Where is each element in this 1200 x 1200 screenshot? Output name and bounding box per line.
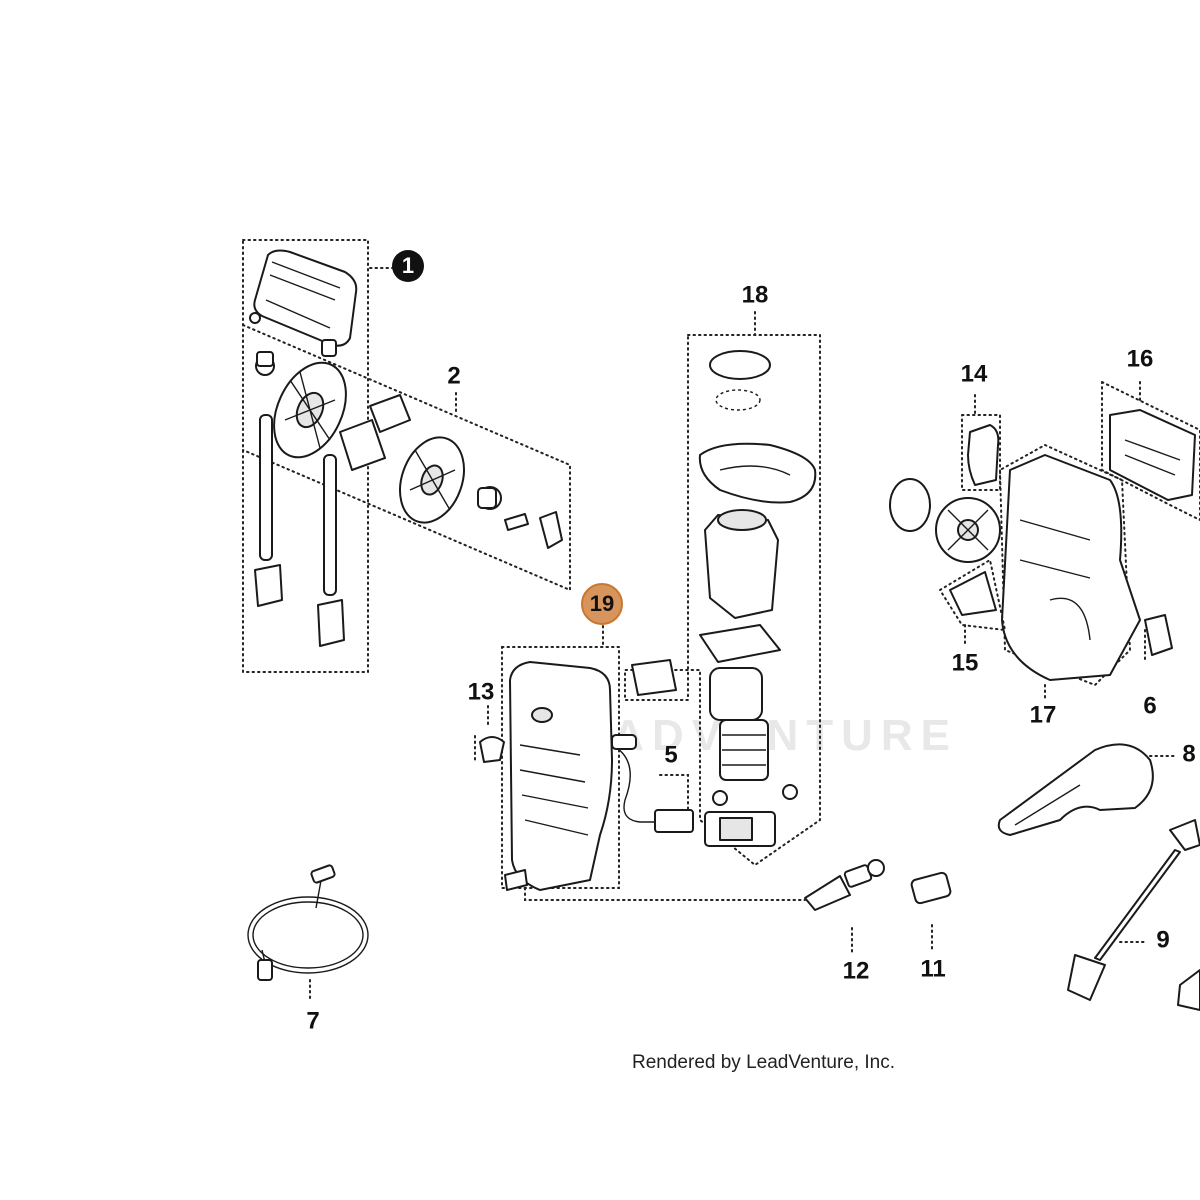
part-14 xyxy=(967,424,1000,486)
callout-16: 16 xyxy=(1127,345,1154,372)
callout-6: 6 xyxy=(1143,692,1156,719)
group-17-box xyxy=(998,443,1132,687)
motor-part xyxy=(709,667,763,721)
spray-wand-part xyxy=(1067,819,1200,1011)
hose-part xyxy=(247,864,369,1003)
callout-11: 11 xyxy=(920,955,945,982)
callout-1: 1 xyxy=(402,253,414,278)
callout-8: 8 xyxy=(1182,740,1195,767)
reel-fittings xyxy=(477,486,563,549)
part-5-plug-lead xyxy=(659,774,689,811)
power-cord-part xyxy=(611,744,660,823)
group-16-box xyxy=(1101,381,1200,522)
front-cover-part xyxy=(509,661,613,891)
callout-19[interactable]: 19 xyxy=(590,591,614,616)
group-14-box xyxy=(961,414,1001,491)
quick-connector-part xyxy=(804,859,885,956)
part-16 xyxy=(1109,409,1196,501)
callout-9: 9 xyxy=(1156,926,1169,953)
handle-part xyxy=(249,249,358,357)
handle-tubes xyxy=(254,414,345,647)
callout-17: 17 xyxy=(1030,701,1057,728)
front-cover-group xyxy=(501,625,806,901)
group-2-box xyxy=(242,324,571,592)
hubcap-part xyxy=(889,478,931,532)
switch-part xyxy=(631,659,677,696)
callout-14: 14 xyxy=(961,360,988,387)
group-15-box xyxy=(939,558,1007,632)
callout-19-badge[interactable] xyxy=(581,583,623,625)
callout-5: 5 xyxy=(664,741,677,768)
callout-13: 13 xyxy=(468,678,495,705)
callout-7: 7 xyxy=(306,1007,319,1034)
group-18-box xyxy=(624,334,821,867)
pump-seal-part xyxy=(709,350,771,380)
spray-gun-part xyxy=(997,743,1176,836)
group-19-box xyxy=(501,646,620,889)
reel-drum-part xyxy=(255,351,411,471)
callout-2: 2 xyxy=(447,362,460,389)
handle-reel-group xyxy=(242,239,571,673)
callout-18: 18 xyxy=(742,281,769,308)
reel-disc-part xyxy=(273,361,465,524)
callout-15: 15 xyxy=(952,649,979,676)
part-6-latch xyxy=(1144,614,1173,656)
callout-12: 12 xyxy=(843,957,870,984)
callout-1-badge xyxy=(392,250,424,282)
frame-group xyxy=(889,381,1200,701)
pump-cover-part xyxy=(698,442,817,504)
frame-part xyxy=(1001,454,1141,681)
part-13-clip xyxy=(474,705,505,763)
part-15 xyxy=(949,571,997,616)
pump-motor-group xyxy=(624,311,821,867)
footer-credit: Rendered by LeadVenture, Inc. xyxy=(632,1052,896,1073)
plug-part xyxy=(654,809,694,833)
coupler-part xyxy=(910,871,952,953)
